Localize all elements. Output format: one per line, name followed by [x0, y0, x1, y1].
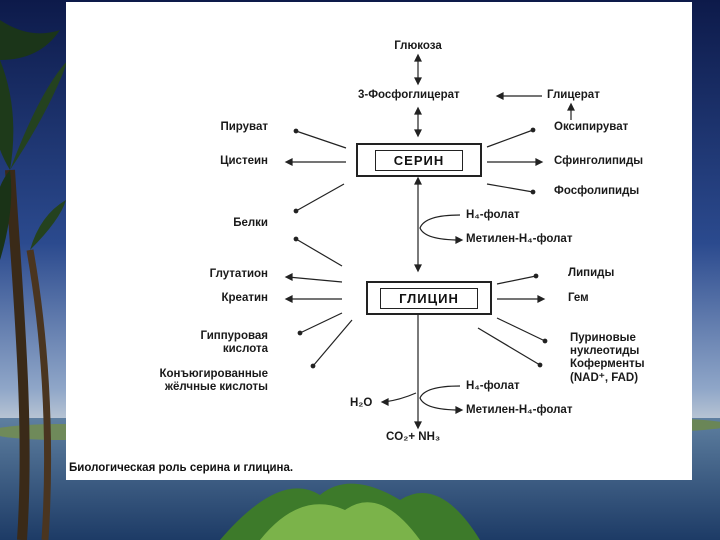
- h4folate-label-1: H₄-фолат: [466, 209, 520, 221]
- water-label: H₂O: [350, 397, 373, 409]
- lipids-label: Липиды: [568, 267, 615, 279]
- bile-acids-label: Конъюгированные жёлчные кислоты: [130, 368, 268, 394]
- glycine-label: ГЛИЦИН: [380, 287, 478, 309]
- hippuric-line-1: Гиппуровая: [200, 330, 268, 342]
- diagram-card: [66, 2, 692, 480]
- heme-label: Гем: [568, 292, 589, 304]
- sphingolipids-label: Сфинголипиды: [554, 155, 644, 167]
- proteins-label: Белки: [233, 217, 268, 229]
- h4folate-label-2: H₄-фолат: [466, 380, 520, 392]
- methylene-h4folate-label-1: Метилен-H₄-фолат: [466, 233, 573, 245]
- coenzymes-line-2: (NAD⁺, FAD): [570, 371, 639, 384]
- creatine-label: Креатин: [221, 292, 268, 304]
- coenzymes-line-1: Коферменты: [570, 358, 645, 371]
- purine-line-1: Пуриновые: [570, 332, 636, 344]
- serine-box: СЕРИН: [356, 143, 482, 177]
- phospholipids-label: Фосфолипиды: [554, 185, 640, 197]
- methylene-h4folate-label-2: Метилен-H₄-фолат: [466, 404, 573, 416]
- purine-line-2: нуклеотиды: [570, 345, 640, 358]
- bile-line-2: жёлчные кислоты: [164, 381, 268, 394]
- hydroxypyruvate-label: Оксипируват: [554, 121, 629, 133]
- bile-line-1: Конъюгированные: [159, 368, 268, 380]
- cysteine-label: Цистеин: [220, 155, 268, 167]
- figure-caption: Биологическая роль серина и глицина.: [69, 462, 294, 474]
- serine-label: СЕРИН: [374, 149, 464, 171]
- co2-nh3-label: CO₂+ NH₃: [386, 431, 441, 443]
- glucose-label: Глюкоза: [394, 40, 442, 52]
- pyruvate-label: Пируват: [220, 121, 268, 133]
- phosphoglycerate-label: 3-Фосфоглицерат: [358, 89, 460, 101]
- purine-nucleotides-label: Пуриновые нуклеотиды Коферменты (NAD⁺, F…: [570, 332, 645, 385]
- glutathione-label: Глутатион: [209, 268, 268, 280]
- hippuric-line-2: кислота: [222, 343, 268, 356]
- glycine-box: ГЛИЦИН: [366, 281, 492, 315]
- glycerate-label: Глицерат: [547, 89, 600, 101]
- hippuric-acid-label: Гиппуровая кислота: [160, 330, 268, 356]
